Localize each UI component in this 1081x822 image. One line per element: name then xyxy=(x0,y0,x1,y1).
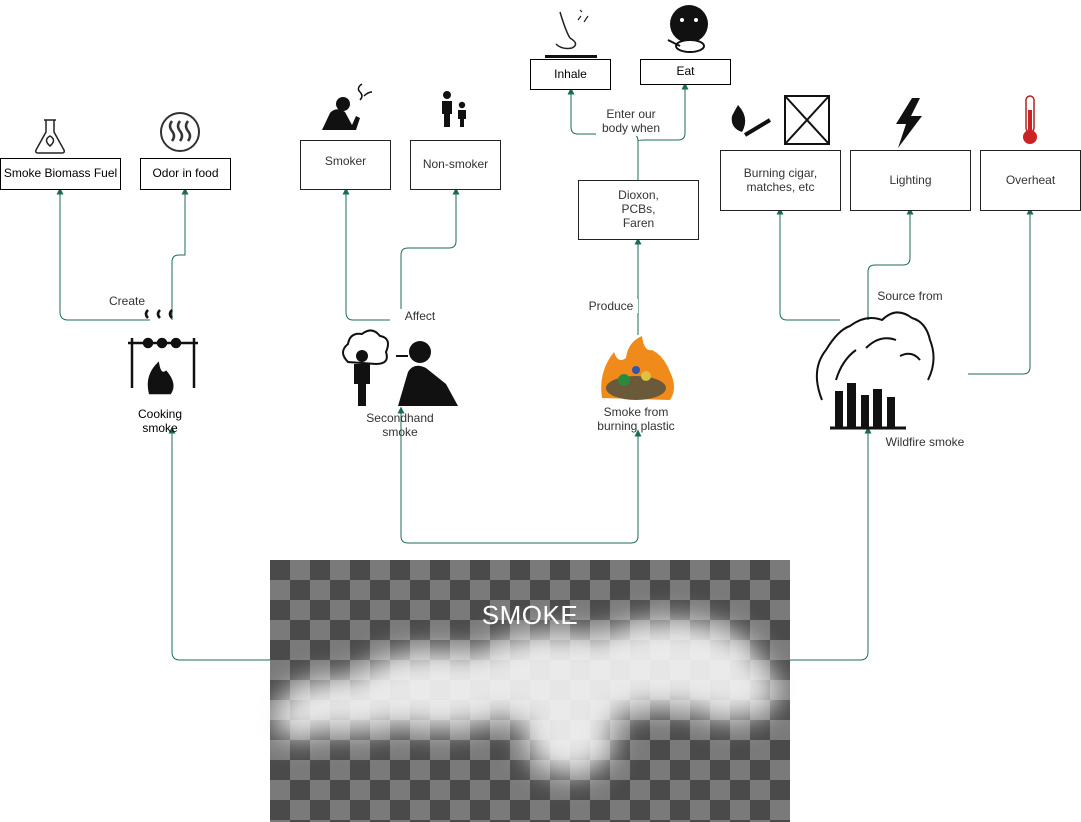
steam-icon xyxy=(160,112,200,152)
box-odor-in-food: Odor in food xyxy=(140,158,231,190)
box-dioxin: Dioxon, PCBs, Faren xyxy=(578,180,699,240)
edge-wildfire-to-overheat xyxy=(968,207,1034,375)
smoker-icon xyxy=(322,83,373,130)
box-smoker: Smoker xyxy=(300,140,391,190)
box-biomass-fuel: Smoke Biomass Fuel xyxy=(0,158,121,190)
edge-cooking-to-biomass xyxy=(56,187,150,321)
box-non-smoker: Non-smoker xyxy=(410,140,501,190)
box-lighting: Lighting xyxy=(850,150,971,211)
label-burning-plastic: Smoke from burning plastic xyxy=(597,405,675,434)
label-secondhand-smoke: Secondhand smoke xyxy=(366,411,434,440)
parent-child-icon xyxy=(442,91,466,127)
edge-wildfire-to-burning xyxy=(776,207,840,321)
edge-label-produce: Produce xyxy=(584,299,638,314)
edge-label-enter: Enter our body when xyxy=(596,107,666,136)
edge-label-source: Source from xyxy=(872,289,948,304)
match-icon xyxy=(731,105,772,137)
edge-split-to-plastic xyxy=(520,429,642,544)
label-cooking-smoke: Cooking smoke xyxy=(137,407,183,436)
edge-secondhand-to-nonsmoker xyxy=(400,187,460,320)
wildfire-icon xyxy=(815,311,935,430)
secondhand-smoke-icon xyxy=(342,329,458,406)
edge-cooking-to-odor xyxy=(171,187,189,320)
lightning-icon xyxy=(896,98,922,148)
thermometer-icon xyxy=(1023,95,1037,144)
box-burning-cigar: Burning cigar, matches, etc xyxy=(720,150,841,211)
edge-label-affect: Affect xyxy=(400,309,440,324)
edge-dioxin-to-eat xyxy=(637,82,689,142)
edge-secondhand-to-smoker xyxy=(342,187,390,321)
edge-split-to-secondhand xyxy=(397,406,520,544)
edge-smoke-to-cooking xyxy=(168,426,270,661)
burning-waste-icon xyxy=(601,336,674,400)
flask-leaf-icon xyxy=(35,119,65,154)
eating-face-icon xyxy=(667,5,708,53)
smoke-cloud-image xyxy=(270,560,790,822)
box-eat: Eat xyxy=(640,59,731,85)
label-wildfire-smoke: Wildfire smoke xyxy=(885,435,965,449)
edge-label-create: Create xyxy=(100,294,154,309)
edge-smoke-to-wildfire xyxy=(790,426,872,661)
nose-icon xyxy=(545,9,597,58)
smoke-title: SMOKE xyxy=(481,600,579,630)
edge-wildfire-to-lighting xyxy=(867,207,914,320)
box-inhale: Inhale xyxy=(530,59,611,90)
crossed-box-icon xyxy=(784,95,830,145)
campfire-icon xyxy=(128,309,198,395)
box-overheat: Overheat xyxy=(980,150,1081,211)
smoke-panel: SMOKE xyxy=(270,560,790,822)
